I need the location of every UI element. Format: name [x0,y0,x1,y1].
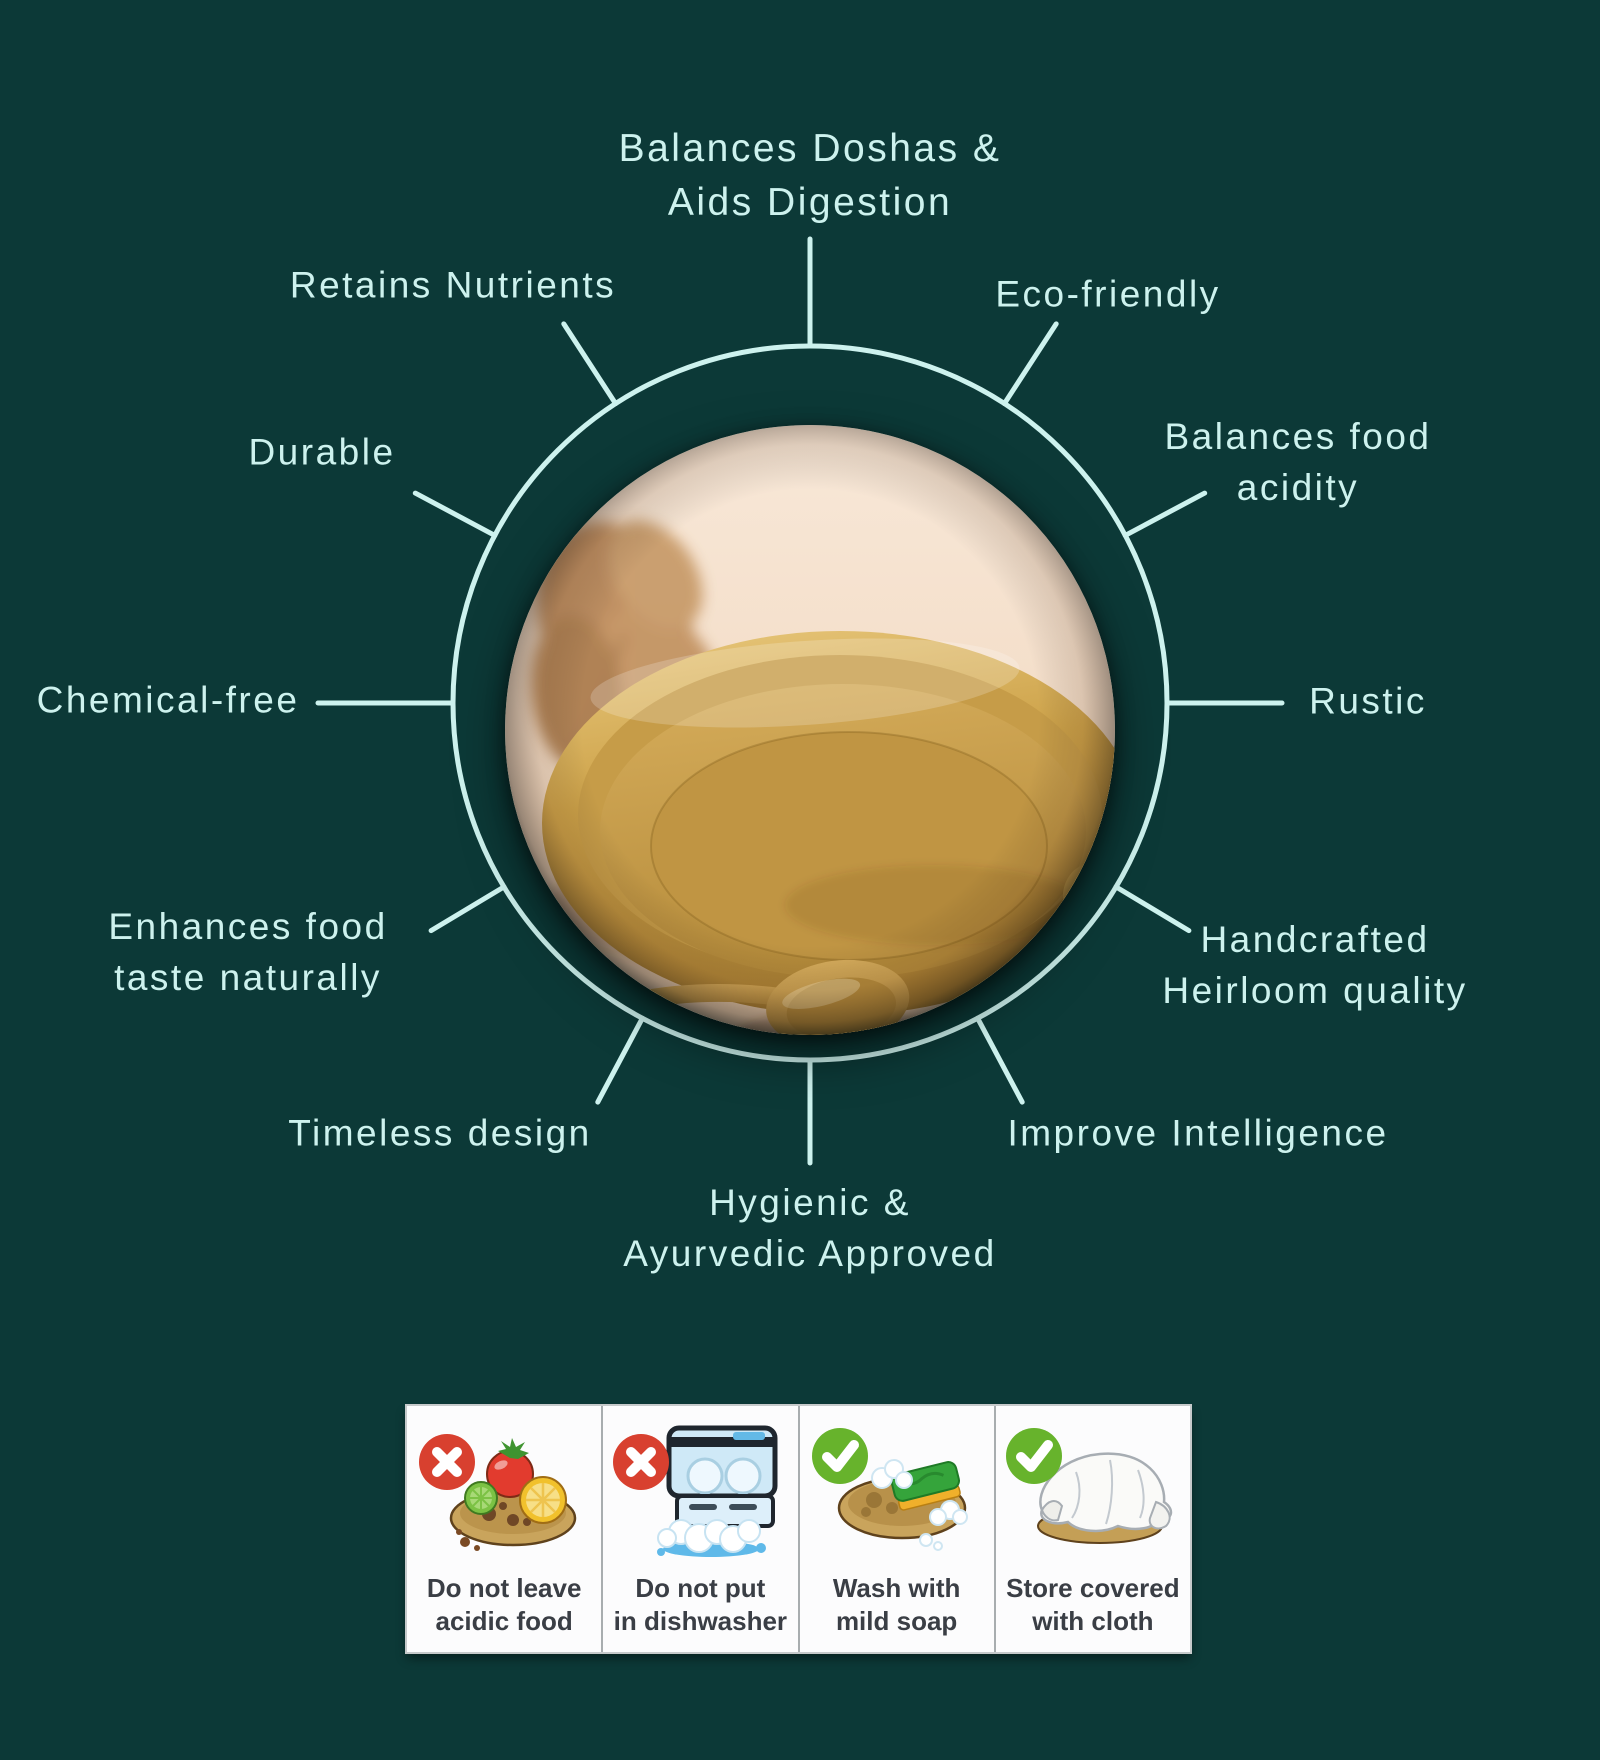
care-card-wash-mild-soap: Wash with mild soap [800,1406,996,1652]
benefit-label-chemical-free: Chemical-free [37,674,300,725]
connector-timeless-design [595,1015,645,1105]
care-caption: Wash with mild soap [833,1572,961,1638]
care-caption-line: Do not put [635,1573,766,1603]
benefit-line: taste naturally [114,957,382,998]
benefit-label-balances-doshas: Balances Doshas & Aids Digestion [619,122,1002,230]
benefit-line: Balances food [1164,415,1432,457]
connector-enhances-taste [428,884,507,934]
check-icon [811,1428,868,1484]
connector-retains-nutrients [561,321,619,407]
benefit-line: Improve Intelligence [1007,1112,1389,1154]
connector-handcrafted [1113,884,1192,934]
benefit-line: Hygienic & [709,1181,911,1223]
benefit-label-hygienic-ayurvedic: Hygienic & Ayurvedic Approved [623,1177,996,1279]
care-caption-line: in dishwasher [613,1606,788,1636]
care-caption-line: acidic food [435,1606,573,1636]
dishwasher-illustration [613,1425,778,1557]
benefit-line: Aids Digestion [667,181,953,224]
connector-balances-food-acidity [1122,490,1208,538]
benefit-line: Retains Nutrients [289,264,617,306]
care-caption-line: Wash with [832,1573,961,1603]
care-card-acidic-food: Do not leave acidic food [407,1406,604,1652]
care-caption-line: Store covered [1006,1573,1180,1603]
benefit-line: Enhances food [108,905,388,947]
benefit-line: Durable [248,431,396,473]
cross-icon [613,1434,670,1490]
benefit-line: Handcrafted [1200,918,1430,960]
benefit-line: Timeless design [288,1112,592,1154]
benefit-label-handcrafted-heirloom: Handcrafted Heirloom quality [1162,914,1467,1016]
benefit-line: Eco-friendly [995,273,1221,315]
cloth-cover-illustration [1005,1428,1173,1544]
benefit-label-eco-friendly: Eco-friendly [995,268,1220,319]
connector-eco-friendly [1001,321,1059,407]
benefit-label-rustic: Rustic [1309,675,1427,726]
care-caption: Do not put in dishwasher [614,1572,787,1638]
benefit-label-improve-intelligence: Improve Intelligence [1007,1107,1388,1158]
care-caption: Do not leave acidic food [427,1572,582,1638]
dirty-plate-illustration [419,1434,577,1551]
care-caption: Store covered with cloth [1006,1572,1179,1638]
benefit-line: Rustic [1309,680,1427,722]
connector-improve-intelligence [975,1015,1025,1105]
care-caption-line: Do not leave [426,1573,582,1603]
benefit-line: Balances Doshas & [618,127,1002,171]
connector-durable [412,490,498,538]
benefit-label-enhances-food-taste: Enhances food taste naturally [108,901,387,1003]
care-card-store-covered: Store covered with cloth [996,1406,1190,1652]
product-photo [505,425,1115,1035]
benefit-label-timeless-design: Timeless design [288,1107,591,1158]
check-icon [1005,1428,1062,1484]
benefit-label-durable: Durable [248,426,395,477]
care-card-dishwasher: Do not put in dishwasher [603,1406,800,1652]
cross-icon [419,1434,476,1490]
benefit-line: acidity [1236,467,1360,508]
sponge-wash-illustration [811,1428,968,1551]
benefit-line: Ayurvedic Approved [623,1233,997,1274]
care-caption-line: with cloth [1032,1606,1154,1636]
benefit-line: Heirloom quality [1162,970,1468,1011]
benefit-label-balances-food-acidity: Balances food acidity [1164,411,1431,513]
benefit-line: Chemical-free [36,679,300,721]
care-caption-line: mild soap [835,1606,958,1636]
brass-plate-photo-illustration [505,425,1115,1035]
benefit-label-retains-nutrients: Retains Nutrients [290,259,616,310]
care-instructions-strip: Do not leave acidic food [405,1404,1192,1654]
